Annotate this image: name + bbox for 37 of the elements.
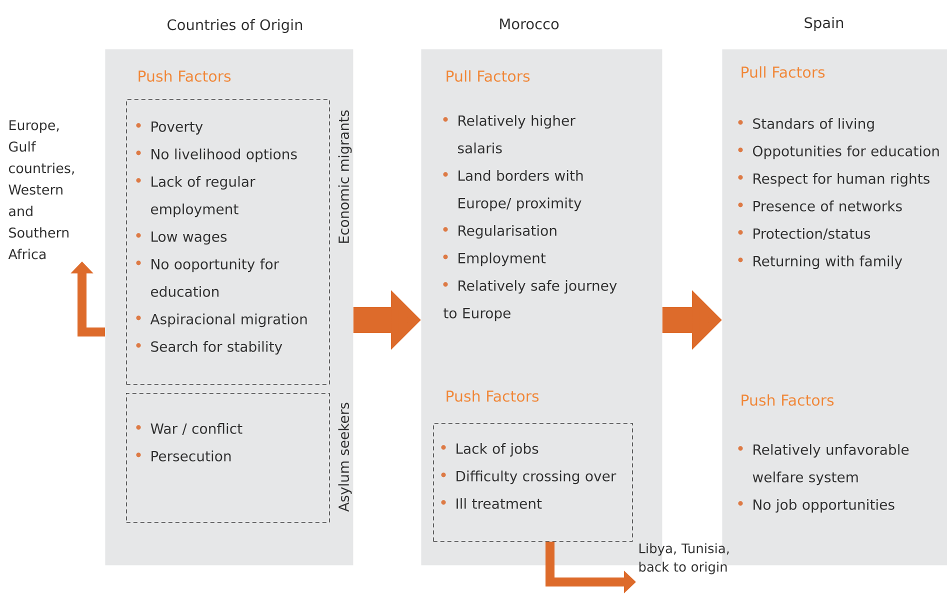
section-heading: Pull Factors bbox=[742, 66, 825, 78]
side-label: Asylum seekers bbox=[338, 402, 352, 512]
section-heading: Pull Factors bbox=[446, 70, 530, 82]
bullet-item: Relatively higher salaris bbox=[443, 115, 576, 154]
bullet-item: War / conflict bbox=[136, 423, 242, 435]
bullet-item: Protection/status bbox=[738, 228, 870, 240]
bullet-item: Employment bbox=[443, 252, 546, 266]
section-heading: Push Factors bbox=[138, 70, 231, 82]
column-title: Countries of Origin bbox=[168, 18, 302, 33]
bullet-item: Difficulty crossing over bbox=[441, 470, 616, 484]
bullet-item: Ill treatment bbox=[441, 498, 542, 509]
section-heading: Push Factors bbox=[446, 390, 539, 402]
bullet-item: Respect for human rights bbox=[738, 173, 930, 187]
bullet-item: Aspiracional migration bbox=[136, 314, 307, 328]
bullet-item: Lack of jobs bbox=[441, 443, 538, 457]
bullet-item: Poverty bbox=[136, 121, 203, 135]
bullet-item: Relatively unfavorable welfare system bbox=[738, 444, 909, 486]
column-title: Morocco bbox=[500, 18, 559, 30]
bullet-item: No livelihood options bbox=[136, 148, 297, 162]
destination-label: Libya, Tunisia, back to origin bbox=[639, 543, 729, 574]
bullet-item: Oppotunities for education bbox=[738, 146, 939, 160]
bullet-item: Low wages bbox=[136, 231, 227, 245]
destination-label: Europe, Gulf countries, Western and Southern Africa bbox=[8, 120, 74, 260]
bullet-item: Land borders with Europe/ proximity bbox=[443, 170, 583, 212]
bullet-item: Presence of networks bbox=[738, 200, 902, 212]
column-title: Spain bbox=[804, 16, 844, 31]
bullet-item: Regularisation bbox=[443, 225, 556, 239]
bullet-item: Standars of living bbox=[738, 118, 874, 132]
bullet-item: Lack of regular employment bbox=[136, 176, 256, 218]
side-label: Economic migrants bbox=[338, 110, 352, 243]
section-heading: Push Factors bbox=[742, 394, 834, 406]
bullet-item: Returning with family bbox=[738, 256, 902, 270]
bullet-item: Relatively safe journey to Europe bbox=[443, 280, 617, 322]
bullet-item: No ooportunity for education bbox=[136, 258, 280, 297]
bullet-item: Persecution bbox=[136, 450, 231, 462]
bullet-item: Search for stability bbox=[136, 341, 282, 355]
bullet-item: No job opportunities bbox=[738, 499, 894, 513]
